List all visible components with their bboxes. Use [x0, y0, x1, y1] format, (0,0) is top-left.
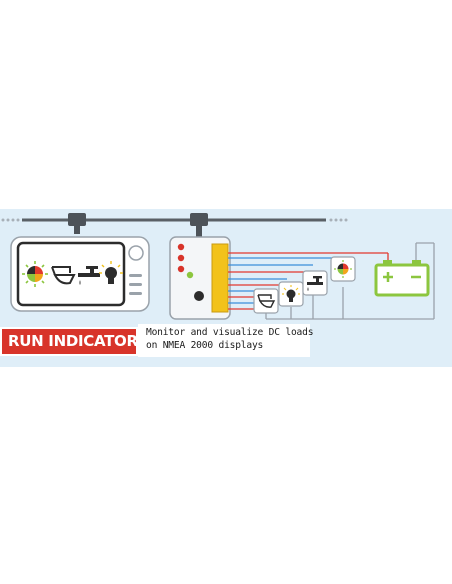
mfd-display — [10, 236, 150, 312]
negative-wire — [265, 242, 435, 320]
load-bulb — [278, 281, 304, 307]
gauge-icon — [334, 260, 352, 278]
load-gauge — [330, 256, 356, 282]
battery-icon — [374, 260, 430, 297]
tap-icon — [307, 276, 323, 291]
dc-interface-module — [169, 236, 231, 320]
nmea-backbone-cable — [1, 213, 348, 237]
bulb-icon — [99, 261, 123, 284]
description-box: Monitor and visualize DC loads on NMEA 2… — [138, 324, 314, 357]
load-wires — [228, 257, 344, 310]
boat-icon — [257, 294, 276, 308]
gauge-icon — [22, 261, 48, 287]
system-diagram — [1, 213, 435, 320]
boat-icon — [51, 266, 76, 285]
description-line-1: Monitor and visualize DC loads — [146, 327, 314, 338]
load-tap — [302, 270, 328, 296]
bulb-icon — [282, 285, 300, 302]
run-indicator-badge: RUN INDICATOR — [0, 327, 138, 356]
description-line-2: on NMEA 2000 displays — [146, 340, 264, 351]
run-indicator-banner — [0, 209, 452, 367]
tap-icon — [78, 266, 100, 285]
load-boat — [253, 288, 279, 314]
